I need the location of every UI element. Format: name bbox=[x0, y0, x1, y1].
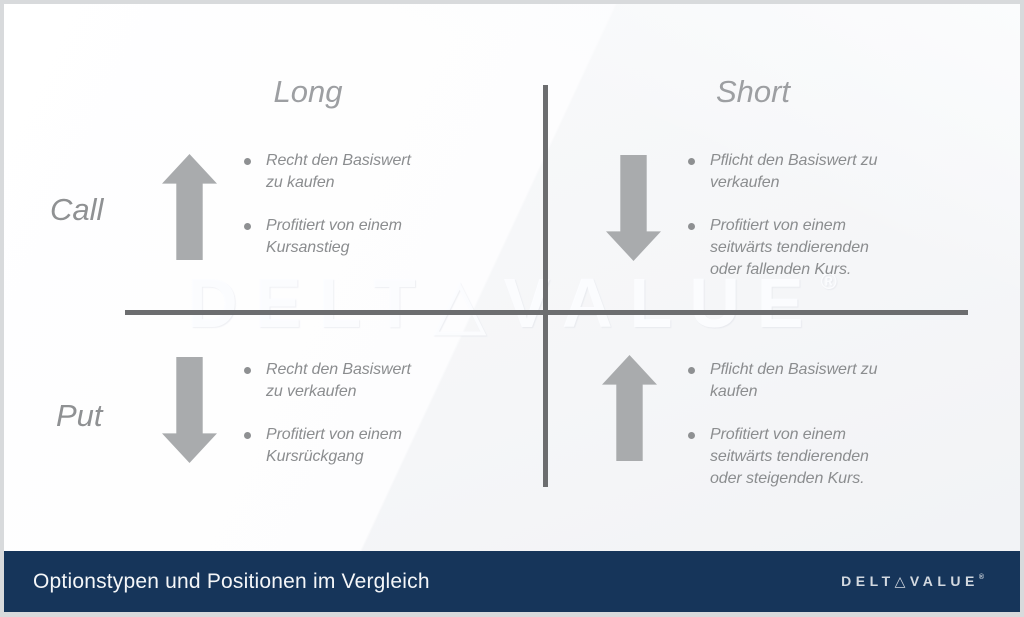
down-arrow-icon bbox=[606, 155, 661, 261]
up-arrow-icon bbox=[162, 154, 217, 260]
bullet-item: Profitiert von einem seitwärts tendieren… bbox=[688, 215, 886, 281]
bullet-item: Profitiert von einem seitwärts tendieren… bbox=[688, 424, 886, 490]
registered-mark-icon: ® bbox=[820, 269, 837, 294]
column-header-short: Short bbox=[715, 74, 791, 109]
row-label-call: Call bbox=[50, 192, 104, 227]
bullet-item: Pflicht den Basiswert zu verkaufen bbox=[688, 150, 886, 194]
brand-watermark-text: DELT△VALUE bbox=[187, 264, 821, 342]
bullet-item: Pflicht den Basiswert zu kaufen bbox=[688, 359, 886, 403]
quadrant-put-short-bullets: Pflicht den Basiswert zu kaufen Profitie… bbox=[688, 359, 886, 511]
registered-mark-icon: ® bbox=[978, 574, 984, 581]
up-arrow-icon bbox=[602, 355, 657, 461]
down-arrow-icon bbox=[162, 357, 217, 463]
matrix-vertical-axis bbox=[543, 85, 548, 487]
bullet-text: Profitiert von einem Kursrückgang bbox=[266, 426, 402, 465]
quadrant-put-long-bullets: Recht den Basiswert zu verkaufen Profiti… bbox=[244, 359, 429, 489]
quadrant-call-short-bullets: Pflicht den Basiswert zu verkaufen Profi… bbox=[688, 150, 886, 302]
bullet-text: Pflicht den Basiswert zu kaufen bbox=[710, 361, 878, 400]
brand-logo: DELT△VALUE® bbox=[841, 573, 984, 590]
bullet-item: Recht den Basiswert zu verkaufen bbox=[244, 359, 429, 403]
row-label-put: Put bbox=[56, 398, 103, 433]
bullet-dot bbox=[688, 223, 695, 230]
column-header-long: Long bbox=[273, 74, 343, 109]
bullet-item: Profitiert von einem Kursrückgang bbox=[244, 424, 429, 468]
bullet-text: Recht den Basiswert zu verkaufen bbox=[266, 361, 411, 400]
brand-logo-text: DELT△VALUE bbox=[841, 573, 979, 589]
bullet-text: Profitiert von einem seitwärts tendieren… bbox=[710, 217, 869, 278]
bullet-text: Recht den Basiswert zu kaufen bbox=[266, 152, 411, 191]
bullet-dot bbox=[244, 158, 251, 165]
bullet-text: Pflicht den Basiswert zu verkaufen bbox=[710, 152, 878, 191]
footer-title: Optionstypen und Positionen im Vergleich bbox=[33, 569, 430, 593]
bullet-dot bbox=[244, 432, 251, 439]
bullet-text: Profitiert von einem Kursanstieg bbox=[266, 217, 402, 256]
brand-watermark: DELT△VALUE® bbox=[0, 262, 1024, 344]
bullet-dot bbox=[244, 367, 251, 374]
bullet-dot bbox=[244, 223, 251, 230]
bullet-item: Profitiert von einem Kursanstieg bbox=[244, 215, 429, 259]
bullet-dot bbox=[688, 158, 695, 165]
footer-bar: Optionstypen und Positionen im Vergleich… bbox=[4, 551, 1020, 612]
bullet-text: Profitiert von einem seitwärts tendieren… bbox=[710, 426, 869, 487]
bullet-item: Recht den Basiswert zu kaufen bbox=[244, 150, 429, 194]
bullet-dot bbox=[688, 432, 695, 439]
quadrant-call-long-bullets: Recht den Basiswert zu kaufen Profitiert… bbox=[244, 150, 429, 280]
bullet-dot bbox=[688, 367, 695, 374]
